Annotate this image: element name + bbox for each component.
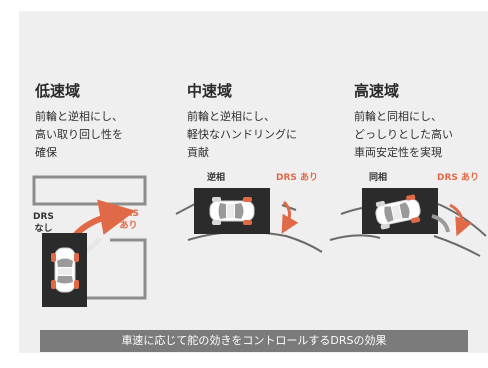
front-wheel-icon — [74, 253, 79, 262]
desc-line: 車両安定性を実現 — [354, 146, 442, 159]
label-line: DRS — [118, 209, 139, 219]
desc-line: 貢献 — [187, 146, 209, 159]
high-speed-scene — [329, 188, 487, 257]
low-speed-scene — [32, 175, 147, 307]
desc-high-speed: 前輪と同相にし、 どっしりとした高い 車両安定性を実現 — [354, 108, 453, 162]
heading-low-speed: 低速域 — [35, 82, 81, 100]
rear-wheel-icon — [212, 197, 221, 202]
desc-line: 前輪と逆相にし、 — [35, 110, 123, 123]
caption-bar: 車速に応じて舵の効きをコントロールするDRSの効果 — [40, 330, 468, 352]
desc-low-speed: 前輪と逆相にし、 高い取り回し性を 確保 — [35, 108, 123, 162]
label-drs-off-low: DRS なし — [33, 211, 54, 235]
desc-line: 確保 — [35, 146, 57, 159]
label-opposite-phase: 逆相 — [207, 173, 226, 183]
desc-line: 前輪と逆相にし、 — [187, 110, 275, 123]
desc-mid-speed: 前輪と逆相にし、 軽快なハンドリングに 貢献 — [187, 108, 297, 162]
label-drs-on-high: DRS あり — [437, 173, 480, 183]
desc-line: どっしりとした高い — [354, 128, 453, 141]
heading-high-speed: 高速域 — [354, 82, 400, 100]
rear-wheel-icon — [375, 200, 385, 207]
label-same-phase: 同相 — [369, 173, 388, 183]
label-line: あり — [119, 221, 138, 231]
heading-mid-speed: 中速域 — [187, 82, 233, 100]
label-line: DRS — [33, 212, 54, 222]
rear-wheel-icon — [51, 280, 56, 289]
drs-arc-arrow — [449, 203, 472, 237]
desc-line: 前輪と同相にし、 — [354, 110, 442, 123]
road-line — [187, 230, 323, 253]
road-line — [340, 207, 363, 215]
front-wheel-icon — [243, 220, 252, 225]
road-line — [329, 234, 381, 241]
front-wheel-icon — [51, 253, 56, 262]
drs-arc-arrow — [281, 200, 299, 234]
front-wheel-icon — [406, 194, 416, 201]
car-icon — [54, 247, 76, 293]
parking-bay-top — [32, 175, 147, 206]
rear-wheel-icon — [74, 280, 79, 289]
rear-wheel-icon — [380, 223, 390, 230]
road-line — [433, 235, 481, 257]
front-wheel-icon — [411, 217, 421, 224]
desc-line: 高い取り回し性を — [35, 128, 123, 141]
label-drs-on-low: DRS あり — [118, 208, 139, 232]
parking-bay-bottom — [86, 238, 147, 300]
diagram-panel — [19, 11, 488, 353]
normal-arc — [431, 214, 450, 233]
mid-speed-scene — [175, 188, 323, 253]
label-drs-on-mid: DRS あり — [276, 173, 319, 183]
rear-wheel-icon — [212, 220, 221, 225]
car-icon — [209, 200, 255, 222]
front-wheel-icon — [243, 197, 252, 202]
label-line: なし — [34, 224, 53, 234]
desc-line: 軽快なハンドリングに — [187, 128, 297, 141]
